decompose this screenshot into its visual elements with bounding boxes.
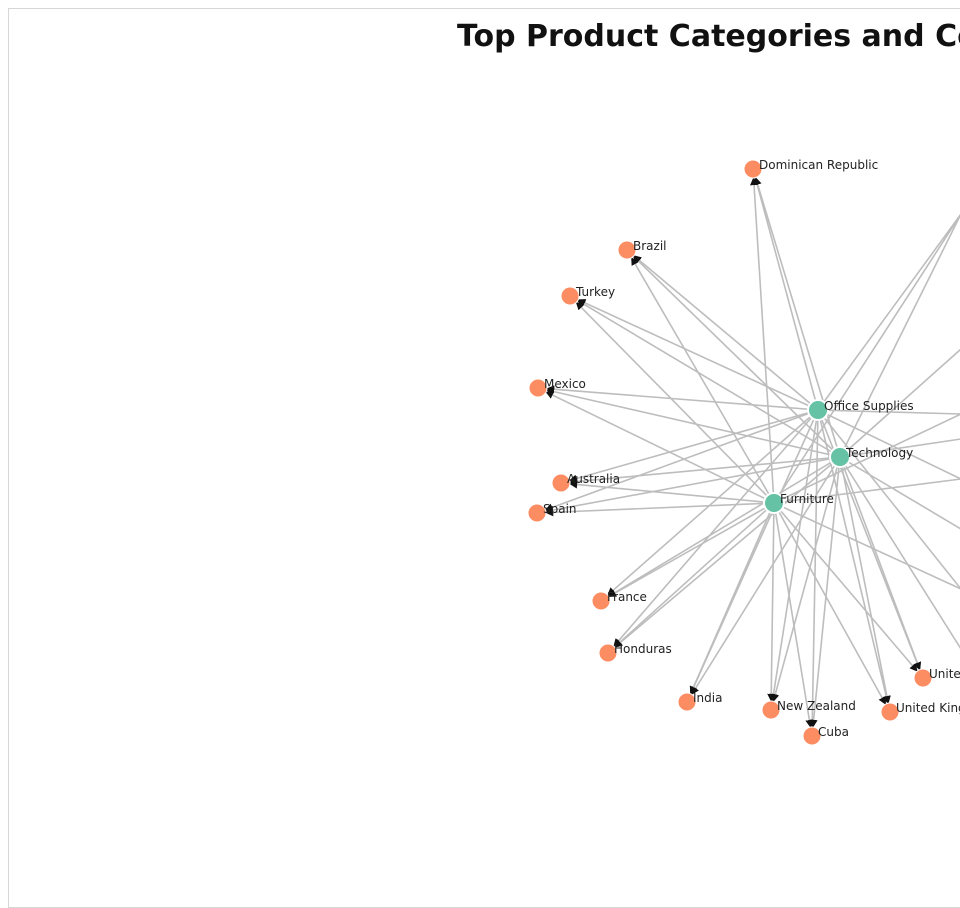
node-label-united-states: United States xyxy=(929,667,960,681)
edge-office-supplies-honduras xyxy=(613,409,819,647)
node-label-mexico: Mexico xyxy=(544,377,586,391)
node-label-france: France xyxy=(607,590,647,604)
node-circle-office-supplies[interactable] xyxy=(807,399,829,421)
edge-technology-turkey xyxy=(577,299,841,458)
node-label-turkey: Turkey xyxy=(575,285,615,299)
node-label-india: India xyxy=(693,691,722,705)
edge-offscreen xyxy=(839,348,960,458)
edge-offscreen xyxy=(839,214,960,458)
node-label-office-supplies: Office Supplies xyxy=(824,399,914,413)
edge-office-supplies-australia xyxy=(568,409,819,483)
edge-technology-india xyxy=(691,456,841,696)
node-honduras[interactable]: Honduras xyxy=(598,642,672,663)
edge-technology-cuba xyxy=(809,456,841,728)
node-brazil[interactable]: Brazil xyxy=(617,239,667,260)
edge-offscreen xyxy=(773,478,960,504)
node-circle-honduras[interactable] xyxy=(598,643,618,663)
node-france[interactable]: France xyxy=(591,590,647,611)
edge-furniture-dominican-republic xyxy=(750,177,775,504)
node-label-cuba: Cuba xyxy=(818,725,849,739)
edge-technology-honduras xyxy=(614,456,841,648)
node-circle-dominican-republic[interactable] xyxy=(743,159,763,179)
node-circle-furniture[interactable] xyxy=(763,492,785,514)
node-circle-spain[interactable] xyxy=(527,503,547,523)
edge-technology-france xyxy=(608,456,841,598)
node-technology[interactable]: Technology xyxy=(829,446,913,468)
node-label-new-zealand: New Zealand xyxy=(777,699,856,713)
edge-offscreen xyxy=(773,214,960,504)
edge-office-supplies-cuba xyxy=(808,409,819,728)
node-united-kingdom[interactable]: United Kingdom xyxy=(880,701,960,722)
edge-furniture-france xyxy=(608,502,775,598)
node-circle-mexico[interactable] xyxy=(528,378,548,398)
edge-technology-united-kingdom xyxy=(839,456,891,704)
node-circle-technology[interactable] xyxy=(829,446,851,468)
node-circle-australia[interactable] xyxy=(551,473,571,493)
edge-office-supplies-brazil xyxy=(633,255,819,411)
edge-furniture-turkey xyxy=(575,301,775,504)
node-label-united-kingdom: United Kingdom xyxy=(896,701,960,715)
node-label-technology: Technology xyxy=(845,446,913,460)
node-label-spain: Spain xyxy=(543,502,577,516)
node-label-brazil: Brazil xyxy=(633,239,667,253)
edge-technology-mexico xyxy=(545,387,841,458)
edge-office-supplies-france xyxy=(607,409,819,596)
edge-furniture-new-zealand xyxy=(767,502,776,702)
node-circle-united-states[interactable] xyxy=(913,668,933,688)
edge-technology-brazil xyxy=(632,255,841,458)
chart-title: Top Product Categories and Countries xyxy=(457,19,960,54)
node-circle-france[interactable] xyxy=(591,591,611,611)
edge-furniture-spain xyxy=(545,502,775,517)
edge-furniture-united-states xyxy=(773,502,918,672)
network-graph: Dominican RepublicBrazilTurkeyMexicoAust… xyxy=(527,158,960,746)
node-label-honduras: Honduras xyxy=(614,642,672,656)
nodes-layer: Dominican RepublicBrazilTurkeyMexicoAust… xyxy=(527,158,960,746)
node-circle-brazil[interactable] xyxy=(617,240,637,260)
node-circle-turkey[interactable] xyxy=(560,286,580,306)
node-office-supplies[interactable]: Office Supplies xyxy=(807,399,914,421)
node-turkey[interactable]: Turkey xyxy=(560,285,615,306)
node-label-dominican-republic: Dominican Republic xyxy=(759,158,878,172)
node-label-australia: Australia xyxy=(567,472,620,486)
node-india[interactable]: India xyxy=(677,691,722,712)
node-circle-india[interactable] xyxy=(677,692,697,712)
node-dominican-republic[interactable]: Dominican Republic xyxy=(743,158,878,179)
edge-offscreen xyxy=(817,409,960,590)
edge-office-supplies-spain xyxy=(544,409,819,512)
node-label-furniture: Furniture xyxy=(780,492,834,506)
edge-offscreen xyxy=(839,456,960,530)
node-mexico[interactable]: Mexico xyxy=(528,377,586,398)
edge-office-supplies-dominican-republic xyxy=(753,176,819,411)
edge-furniture-india xyxy=(689,502,775,695)
edge-office-supplies-turkey xyxy=(577,299,819,411)
node-furniture[interactable]: Furniture xyxy=(763,492,834,514)
edge-office-supplies-new-zealand xyxy=(769,409,819,702)
edge-offscreen xyxy=(817,214,960,411)
node-australia[interactable]: Australia xyxy=(551,472,620,493)
edge-furniture-australia xyxy=(569,480,775,504)
edge-furniture-cuba xyxy=(773,502,814,728)
node-cuba[interactable]: Cuba xyxy=(802,725,849,746)
edge-offscreen xyxy=(773,413,960,504)
node-circle-united-kingdom[interactable] xyxy=(880,702,900,722)
edge-offscreen xyxy=(839,438,960,458)
edge-furniture-united-kingdom xyxy=(773,502,887,705)
node-circle-new-zealand[interactable] xyxy=(761,700,781,720)
node-spain[interactable]: Spain xyxy=(527,502,577,523)
edge-offscreen xyxy=(773,502,960,590)
edge-offscreen xyxy=(839,456,960,649)
node-new-zealand[interactable]: New Zealand xyxy=(761,699,856,720)
edge-furniture-mexico xyxy=(545,391,775,504)
edge-furniture-brazil xyxy=(630,257,775,504)
node-united-states[interactable]: United States xyxy=(913,667,960,688)
edge-office-supplies-mexico xyxy=(546,385,819,411)
edge-technology-spain xyxy=(545,456,841,514)
node-circle-cuba[interactable] xyxy=(802,726,822,746)
edge-furniture-honduras xyxy=(614,502,775,648)
edge-offscreen xyxy=(817,409,960,480)
edge-technology-new-zealand xyxy=(771,456,841,703)
